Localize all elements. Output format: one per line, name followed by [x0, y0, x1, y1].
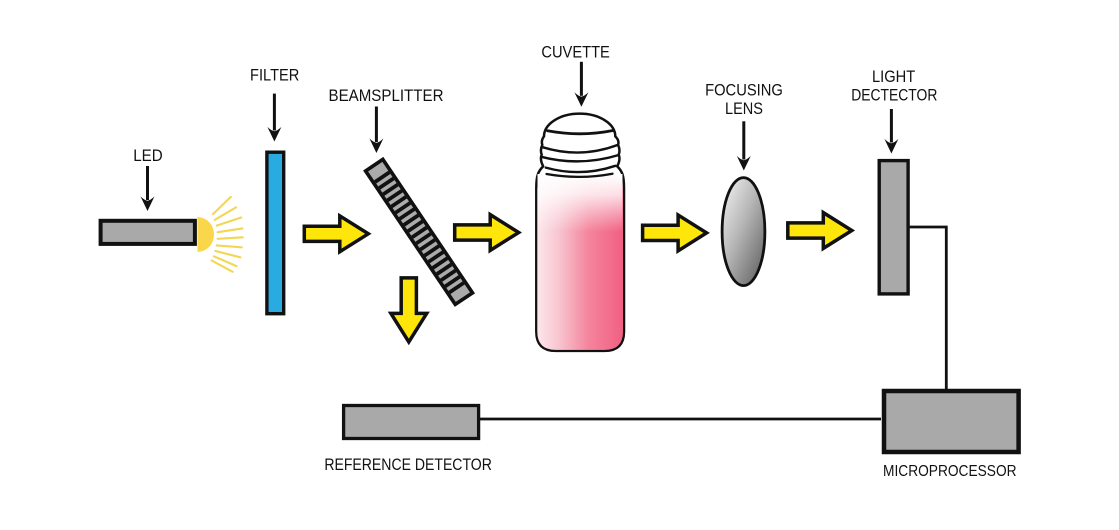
svg-text:LED: LED [133, 147, 163, 165]
svg-text:FOCUSING: FOCUSING [705, 82, 783, 100]
svg-text:MICROPROCESSOR: MICROPROCESSOR [883, 463, 1017, 480]
svg-text:FILTER: FILTER [250, 67, 299, 85]
svg-text:LIGHT: LIGHT [872, 68, 915, 86]
svg-text:BEAMSPLITTER: BEAMSPLITTER [329, 87, 444, 105]
svg-text:LENS: LENS [725, 100, 763, 118]
svg-text:REFERENCE DETECTOR: REFERENCE DETECTOR [324, 456, 492, 474]
svg-text:DECTECTOR: DECTECTOR [851, 86, 937, 104]
svg-text:CUVETTE: CUVETTE [541, 44, 610, 62]
